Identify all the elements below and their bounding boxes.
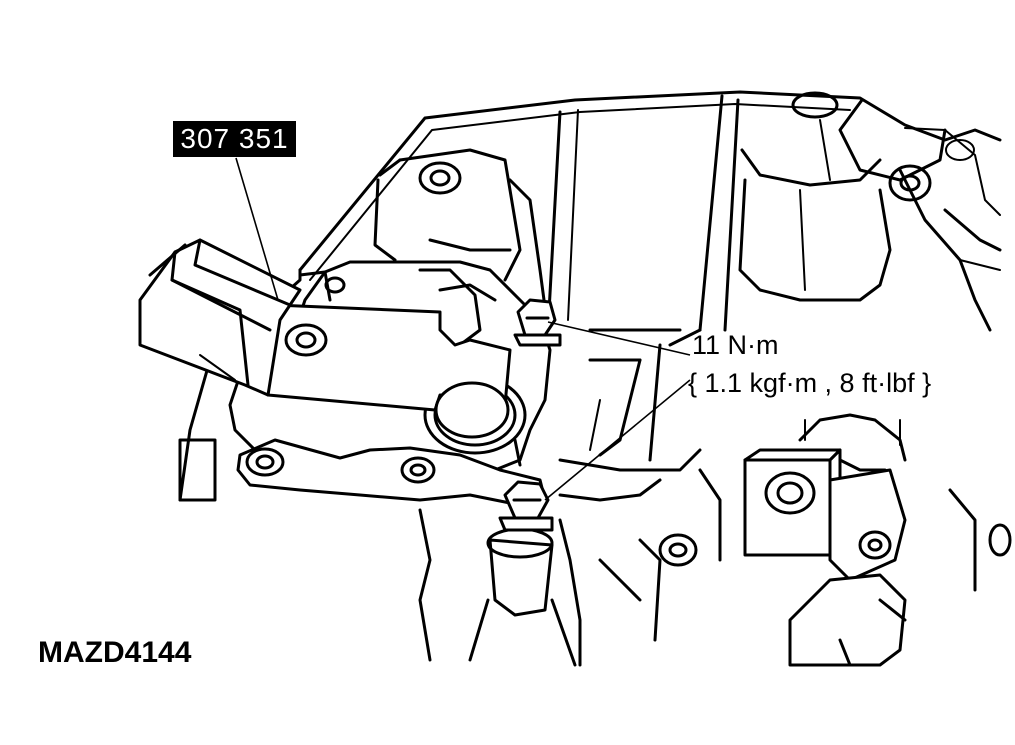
torque-spec-conversions: { 1.1 kgf·m , 8 ft·lbf } bbox=[688, 368, 932, 398]
figure-id: MAZD4144 bbox=[38, 636, 192, 669]
electrical-connector bbox=[138, 238, 302, 397]
lower-boss bbox=[468, 527, 577, 667]
part-number-callout: 307 351 bbox=[173, 121, 296, 157]
upper-bolt bbox=[513, 298, 562, 347]
case-rib bbox=[743, 413, 907, 667]
leader-lines bbox=[235, 157, 691, 501]
torque-spec-nm: 11 N·m bbox=[692, 330, 779, 360]
lower-bolt bbox=[498, 480, 554, 532]
mounting-plate bbox=[266, 303, 512, 439]
